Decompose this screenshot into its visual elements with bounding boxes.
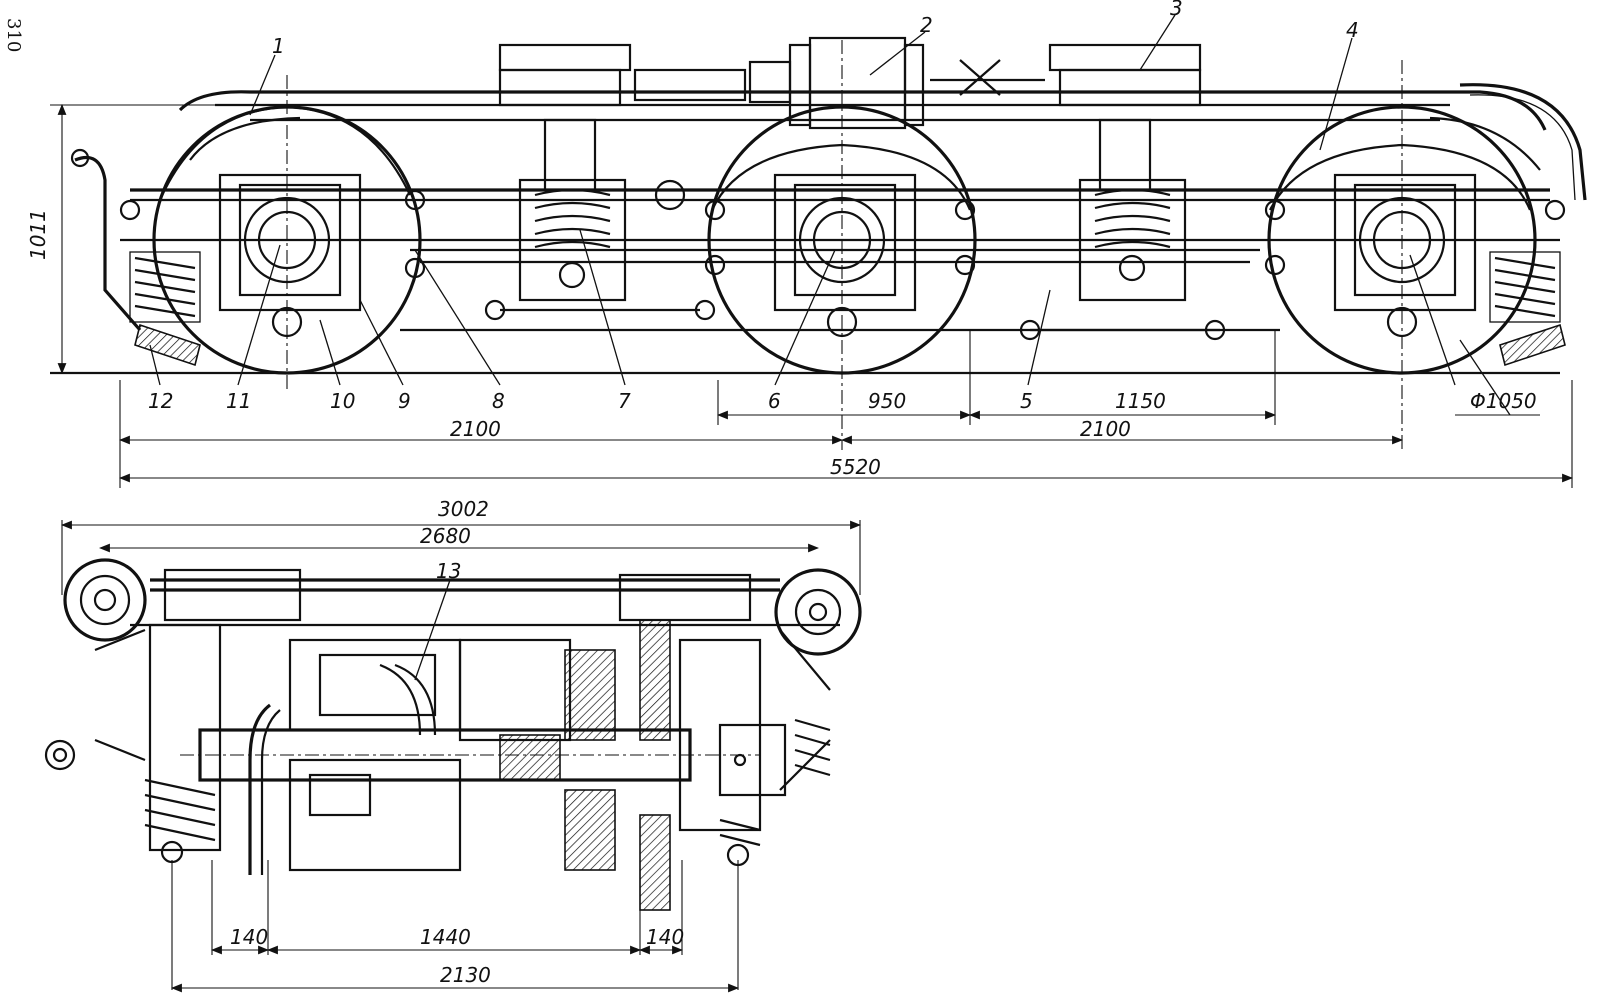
callout-3: 3 [1170,0,1183,20]
dim-140-left: 140 [230,925,268,949]
dim-1150: 1150 [1115,389,1166,413]
dim-5520: 5520 [830,455,881,479]
hose-reel-left [63,558,147,642]
traction-motor [288,638,572,872]
callout-7: 7 [618,389,631,413]
top-equipment [498,36,1202,130]
top-springs [44,718,831,867]
callout-2: 2 [920,13,933,37]
secondary-spring-left [484,178,716,321]
height-dimension-label: 1011 [26,209,50,260]
callout-6: 6 [768,389,781,413]
callout-10: 10 [330,389,355,413]
hose-reel-right [774,568,862,656]
wheel-rear [1260,60,1566,450]
top-width-dimensions [60,520,862,595]
callout-4: 4 [1346,18,1359,42]
callout-13: 13 [436,559,461,583]
wheel-middle [700,40,990,450]
dim-1440: 1440 [420,925,471,949]
top-frame [94,568,840,791]
height-dimension: 1011 [26,103,215,375]
callout-9: 9 [398,389,411,413]
gear-housing [499,619,787,911]
wheel-front [119,75,430,390]
callout-5: 5 [1020,389,1033,413]
wheel-axle [148,623,762,852]
dim-2100-front: 2100 [450,417,501,441]
callout-1: 1 [272,34,285,58]
bogie-frame [70,83,1587,332]
top-view: 3002 2680 [44,497,862,993]
top-bottom-dimensions [170,860,740,993]
dim-2100-rear: 2100 [1080,417,1131,441]
dim-2130: 2130 [440,963,491,987]
callout-8: 8 [492,389,505,413]
secondary-spring-right [1019,178,1226,341]
primary-spring-front [129,251,201,323]
callout-11: 11 [226,389,251,413]
dim-140-right: 140 [646,925,684,949]
side-view: 1 2 3 4 5 6 7 8 9 10 11 12 1011 [26,0,1587,488]
page-number: 310 [3,18,24,52]
dim-3002: 3002 [438,497,489,521]
side-dimensions [118,330,1574,488]
callout-12: 12 [148,389,173,413]
dim-2680: 2680 [420,524,471,548]
side-callout-leaders [149,14,1456,386]
dim-wheel-diameter: Φ1050 [1470,389,1537,413]
dim-950: 950 [868,389,906,413]
primary-spring-rear [1489,251,1561,323]
